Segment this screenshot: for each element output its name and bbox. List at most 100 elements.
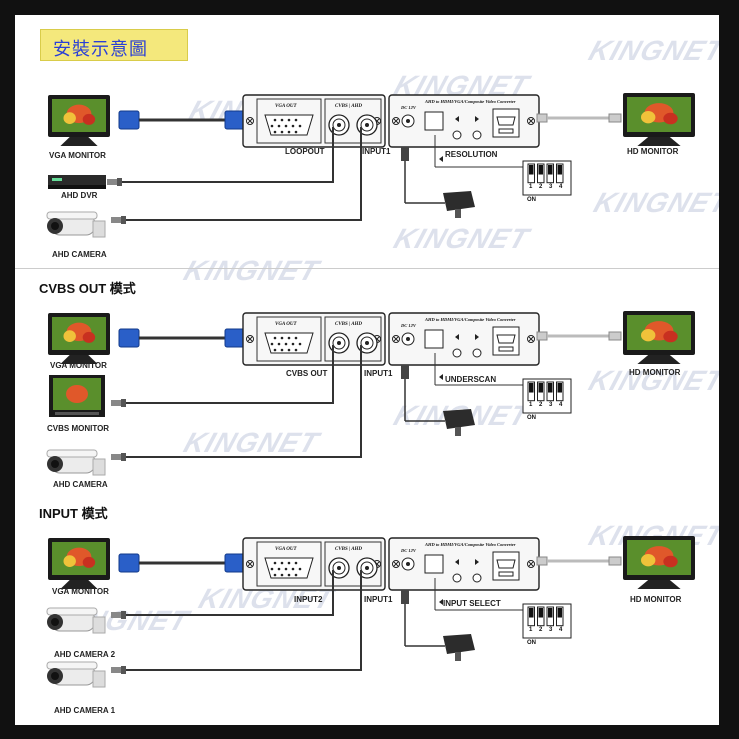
dvr-base — [48, 185, 106, 189]
screw-icon — [528, 561, 534, 567]
vga-pin — [280, 130, 284, 134]
bnc-nut — [121, 216, 126, 224]
cvbs-buttons — [55, 412, 99, 415]
hdmi-port — [496, 334, 516, 344]
camera-mount — [92, 616, 106, 634]
dip-number: 1 — [529, 184, 533, 190]
dc-jack — [406, 562, 410, 566]
vga-pin — [287, 118, 291, 122]
vga-pin — [284, 342, 288, 346]
dip-number: 2 — [539, 402, 543, 408]
bnc-port — [337, 566, 341, 570]
camera-mount — [92, 220, 106, 238]
port-label: INPUT1 — [362, 147, 391, 156]
vga-pin — [280, 336, 284, 340]
vga-out-label: VGA OUT — [275, 322, 297, 327]
cvbs-ahd-label: CVBS | AHD — [335, 104, 362, 109]
bnc-port — [365, 123, 369, 127]
vga-pin — [284, 567, 288, 571]
vga-port — [264, 332, 314, 354]
bnc-body — [111, 400, 121, 406]
power-adapter-icon — [443, 634, 475, 654]
dc-in-label: DC 12V — [400, 105, 417, 110]
vga-pin — [291, 124, 295, 128]
bnc-connector — [111, 216, 126, 224]
bnc-nut — [121, 611, 126, 619]
vga-out-label: VGA OUT — [275, 547, 297, 552]
converter-name: AHD to HDMI/VGA/Composite Video Converte… — [424, 542, 516, 547]
monitor-stand — [637, 137, 681, 146]
device-label: CVBS MONITOR — [47, 424, 110, 433]
vga-monitor-icon — [48, 313, 110, 364]
bnc-body — [111, 667, 121, 673]
dip-toggle — [538, 383, 543, 393]
panel-button — [472, 573, 482, 583]
vga-pin — [298, 124, 302, 128]
bnc-connector — [111, 453, 126, 461]
dip-number: 4 — [559, 184, 563, 190]
button-label: INPUT SELECT — [443, 599, 501, 608]
camera-mount — [92, 670, 106, 688]
bnc-connector — [111, 399, 126, 407]
vga-cable — [118, 110, 246, 130]
dc-jack — [406, 337, 410, 341]
device-label: VGA MONITOR — [52, 587, 109, 596]
arrow-left-icon — [439, 156, 443, 162]
panel-button — [452, 130, 462, 140]
bnc-port — [337, 123, 341, 127]
vga-pin — [273, 130, 277, 134]
camera-lens — [51, 672, 59, 680]
dc-in-label: DC 12V — [400, 548, 417, 553]
coax-cable — [126, 345, 362, 458]
camera-hood — [46, 211, 98, 220]
screen-fruit — [63, 112, 76, 124]
monitor-stand — [637, 355, 681, 364]
screen-fruit — [663, 112, 678, 125]
device-label: AHD CAMERA 2 — [54, 650, 116, 659]
vga-pin — [287, 573, 291, 577]
hdmi-converter-box: AHD to HDMI/VGA/Composite Video Converte… — [388, 312, 540, 366]
screen-fruit — [82, 331, 96, 343]
port-label: CVBS OUT — [286, 369, 328, 378]
diagram-canvas: KINGNET KINGNET KINGNET KINGNET KINGNET … — [15, 15, 719, 725]
vga-pin — [287, 336, 291, 340]
vga-out-frame — [256, 316, 322, 362]
camera-hood — [46, 661, 98, 670]
ahd-camera-icon — [46, 211, 106, 238]
bnc-port — [337, 341, 341, 345]
bnc-nut — [117, 178, 122, 186]
panel-button — [472, 130, 482, 140]
arrow-left-icon — [455, 334, 459, 340]
vga-pin — [270, 567, 274, 571]
panel-button — [472, 348, 482, 358]
screen-fruit — [66, 385, 88, 403]
camera-lens — [51, 618, 59, 626]
bnc-body — [111, 454, 121, 460]
camera-hood — [46, 449, 98, 458]
vga-out-frame — [256, 541, 322, 587]
screw-icon — [528, 118, 534, 124]
output-label: HD MONITOR — [630, 595, 682, 604]
dip-on-label: ON — [527, 640, 536, 646]
arrow-left-icon — [455, 116, 459, 122]
vga-plug — [118, 328, 140, 348]
vga-monitor-icon — [48, 95, 110, 146]
vga-pin — [298, 567, 302, 571]
screen-fruit — [663, 330, 678, 343]
coax-cable — [122, 127, 334, 183]
dc-in-label: DC 12V — [400, 323, 417, 328]
arrow-left-icon — [439, 599, 443, 605]
mode-title-input: INPUT 模式 — [39, 506, 108, 521]
cvbs-monitor-icon — [49, 375, 105, 417]
screen-fruit — [641, 329, 656, 342]
dip-number: 4 — [559, 627, 563, 633]
mode-title-cvbs: CVBS OUT 模式 — [39, 281, 136, 296]
vga-pin — [287, 561, 291, 565]
power-adapter-icon — [443, 409, 475, 429]
ahd-camera-icon — [46, 449, 106, 476]
power-prong — [455, 427, 461, 436]
screw-icon — [247, 561, 253, 567]
